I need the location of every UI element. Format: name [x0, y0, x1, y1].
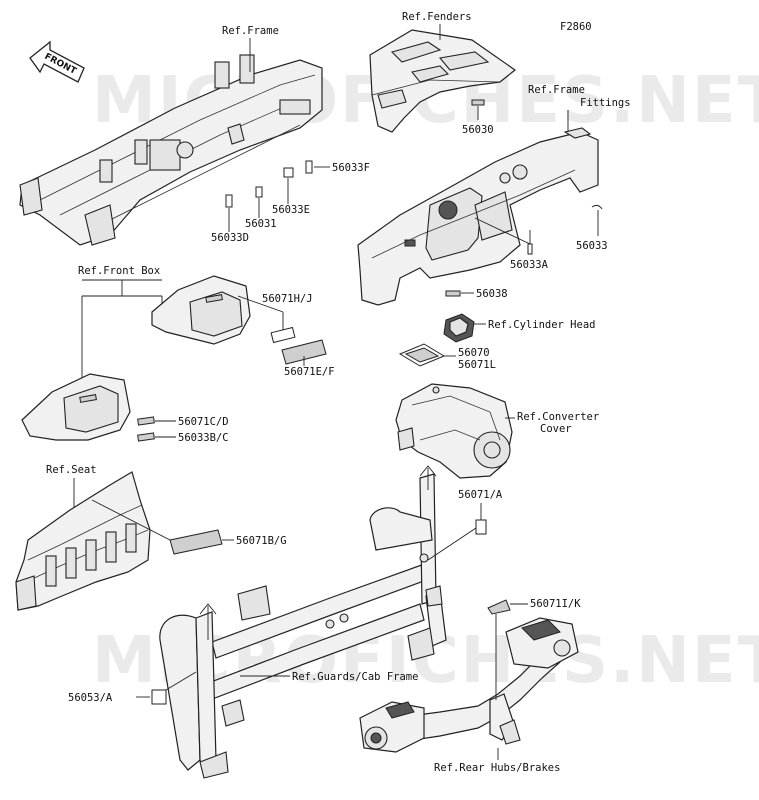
label-ref-converter-2: Cover — [540, 423, 572, 435]
guards-cab-frame-part — [159, 473, 447, 779]
label-ref-frame-fittings-2: Fittings — [580, 97, 631, 109]
decal-56071ik — [487, 599, 511, 615]
label-56033f: 56033F — [332, 162, 370, 174]
converter-cover-part — [395, 383, 513, 479]
decal-56053a — [151, 689, 167, 705]
front-box-lower-part — [21, 373, 131, 441]
label-56071ef: 56071E/F — [284, 366, 335, 378]
label-56071ik: 56071I/K — [530, 598, 581, 610]
decal-56033bc — [137, 432, 155, 442]
label-ref-seat: Ref.Seat — [46, 464, 97, 476]
label-56071a: 56071/A — [458, 489, 503, 501]
label-ref-frame-fittings-1: Ref.Frame — [528, 84, 585, 96]
seat-part — [15, 471, 151, 611]
decal-56033 — [591, 204, 603, 210]
label-56031: 56031 — [245, 218, 277, 230]
label-56071hj: 56071H/J — [262, 293, 313, 305]
label-56071bg: 56071B/G — [236, 535, 287, 547]
decal-56031 — [255, 186, 263, 198]
decal-56033e — [283, 167, 294, 178]
label-ref-converter-1: Ref.Converter — [517, 411, 599, 423]
label-56053a: 56053/A — [68, 692, 113, 704]
decal-56071ef — [281, 339, 327, 365]
front-arrow-icon: FRONT — [29, 40, 85, 83]
decal-56033f — [305, 160, 313, 174]
label-ref-rear-hubs: Ref.Rear Hubs/Brakes — [434, 762, 560, 774]
frame-part — [19, 54, 323, 246]
decal-56038 — [445, 290, 461, 297]
label-56070: 56070 — [458, 347, 490, 359]
rear-hubs-brakes-part — [359, 617, 579, 753]
decal-56030 — [471, 99, 485, 106]
label-56033: 56033 — [576, 240, 608, 252]
fenders-part — [369, 29, 517, 133]
decal-56033d — [225, 194, 233, 208]
label-ref-fenders: Ref.Fenders — [402, 11, 472, 23]
label-ref-cylinder-head: Ref.Cylinder Head — [488, 319, 595, 331]
arrow-up-icon-left — [199, 603, 217, 640]
decal-56071cd — [137, 416, 155, 426]
arrow-up-icon-right — [419, 465, 437, 490]
decal-56071hj — [270, 326, 296, 344]
label-56033a: 56033A — [510, 259, 549, 271]
decal-56033a — [527, 243, 533, 255]
label-56030: 56030 — [462, 124, 494, 136]
label-56071l: 56071L — [458, 359, 496, 371]
cylinder-head-part — [443, 313, 475, 343]
label-56071cd: 56071C/D — [178, 416, 229, 428]
label-56038: 56038 — [476, 288, 508, 300]
label-56033bc: 56033B/C — [178, 432, 229, 444]
label-56033d: 56033D — [211, 232, 249, 244]
frame-fittings-part — [357, 127, 599, 306]
figure-code: F2860 — [560, 21, 592, 33]
decal-56071a — [475, 519, 487, 535]
gauge-icon — [438, 200, 458, 220]
label-56033e: 56033E — [272, 204, 310, 216]
label-ref-front-box: Ref.Front Box — [78, 265, 160, 277]
front-box-upper-part — [151, 275, 251, 345]
label-ref-guards: Ref.Guards/Cab Frame — [292, 671, 418, 683]
decal-56071bg — [169, 529, 223, 555]
label-ref-frame: Ref.Frame — [222, 25, 279, 37]
